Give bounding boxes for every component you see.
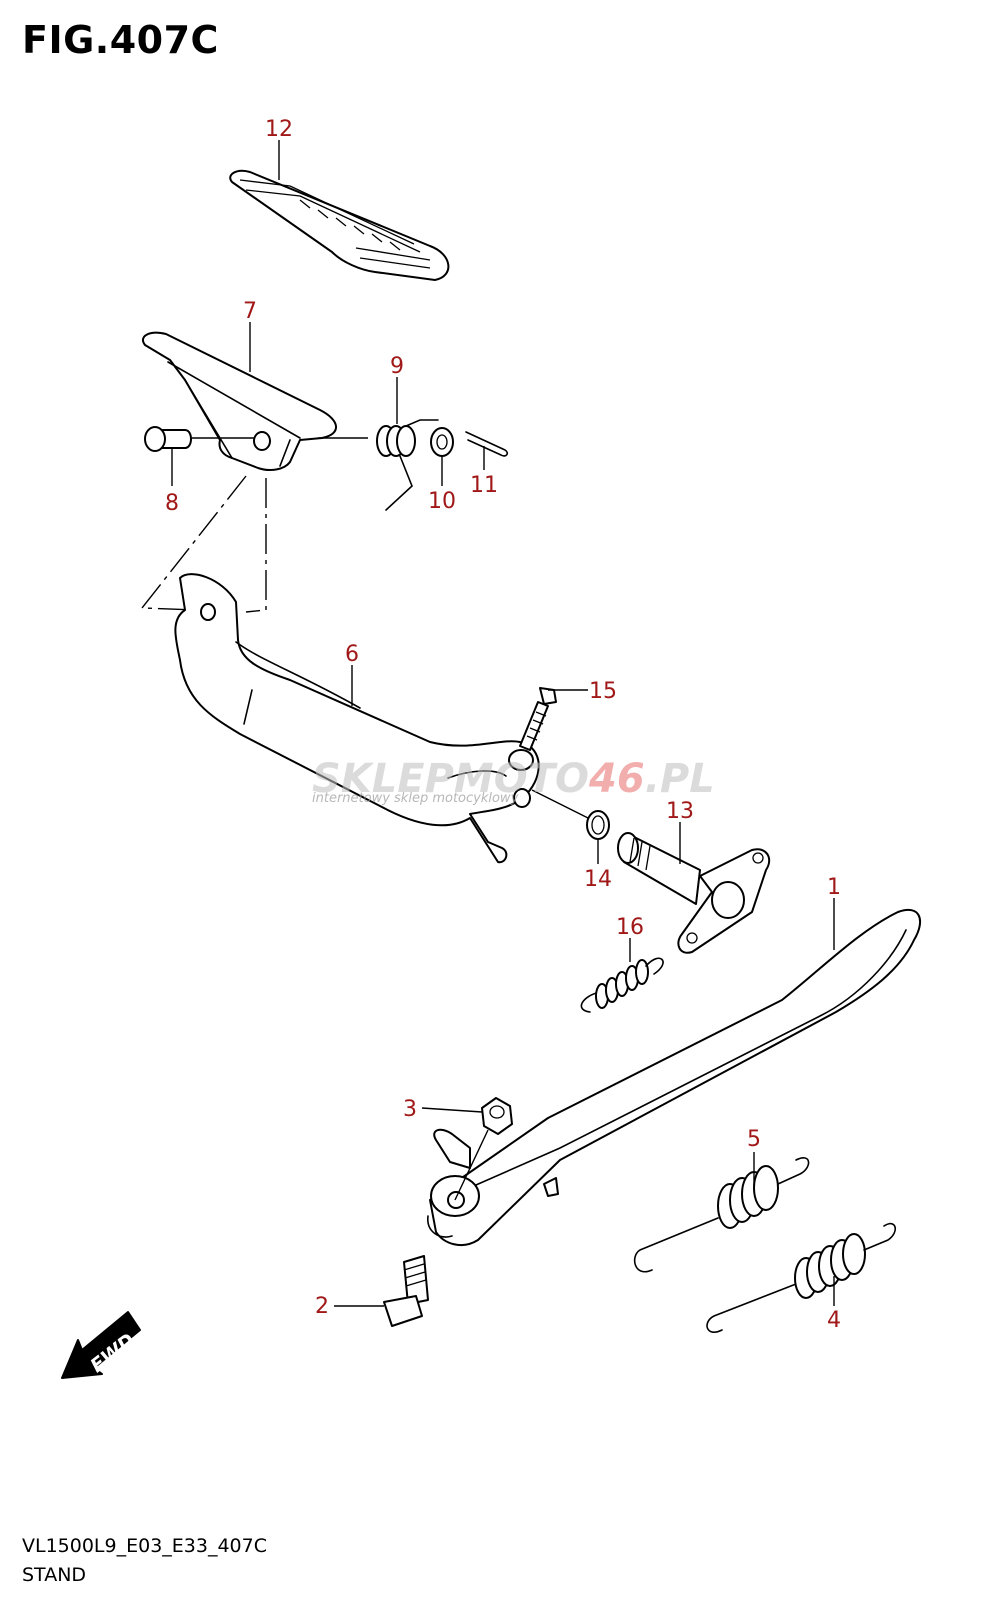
callout-1: 1 (827, 875, 841, 900)
callout-15: 15 (589, 679, 617, 704)
callout-8: 8 (165, 491, 179, 516)
torsion-spring-part (376, 419, 439, 511)
watermark-brand-part1: SKLEPMOTO (312, 756, 589, 802)
svg-text:SKLEPMOTO46.PL: SKLEPMOTO46.PL (312, 756, 715, 802)
callout-labels: 12 7 9 8 10 11 6 15 13 14 16 1 3 5 2 4 (165, 117, 841, 1333)
watermark-tagline: internetowy sklep motocyklowy (312, 791, 519, 806)
callout-11: 11 (470, 473, 498, 498)
callout-10: 10 (428, 489, 456, 514)
small-spring-part (580, 957, 664, 1013)
washer-part (430, 427, 454, 457)
footrest-rubber-part (229, 169, 450, 281)
leader-lines (171, 140, 835, 1307)
spring-lower-part (706, 1222, 896, 1333)
fwd-arrow: FWD (61, 1311, 141, 1379)
callout-5: 5 (747, 1127, 761, 1152)
callout-6: 6 (345, 642, 359, 667)
callout-9: 9 (390, 354, 404, 379)
figure-title: FIG.407C (22, 18, 219, 62)
bracket-arm-part (174, 573, 540, 864)
figure-name: STAND (22, 1564, 87, 1586)
footrest-part (142, 331, 337, 471)
o-ring-part (586, 810, 610, 840)
watermark-brand-part3: .PL (645, 756, 715, 802)
callout-16: 16 (616, 915, 644, 940)
pin-part (144, 426, 192, 452)
watermark-brand-part2: 46 (588, 756, 645, 802)
shaft-part (617, 832, 771, 954)
callout-2: 2 (315, 1294, 329, 1319)
figure-code: VL1500L9_E03_E33_407C (22, 1535, 268, 1557)
spring-upper-part (633, 1157, 810, 1273)
bolt-part (519, 687, 557, 751)
pivot-bolt-part (383, 1255, 429, 1327)
callout-4: 4 (827, 1308, 841, 1333)
callout-14: 14 (584, 867, 612, 892)
callout-7: 7 (243, 299, 257, 324)
callout-3: 3 (403, 1097, 417, 1122)
nut-part (481, 1097, 513, 1135)
watermark: SKLEPMOTO46.PL internetowy sklep motocyk… (312, 756, 715, 806)
cotter-pin-part (465, 431, 509, 457)
callout-13: 13 (666, 799, 694, 824)
side-stand-part (427, 909, 922, 1247)
callout-12: 12 (265, 117, 293, 142)
